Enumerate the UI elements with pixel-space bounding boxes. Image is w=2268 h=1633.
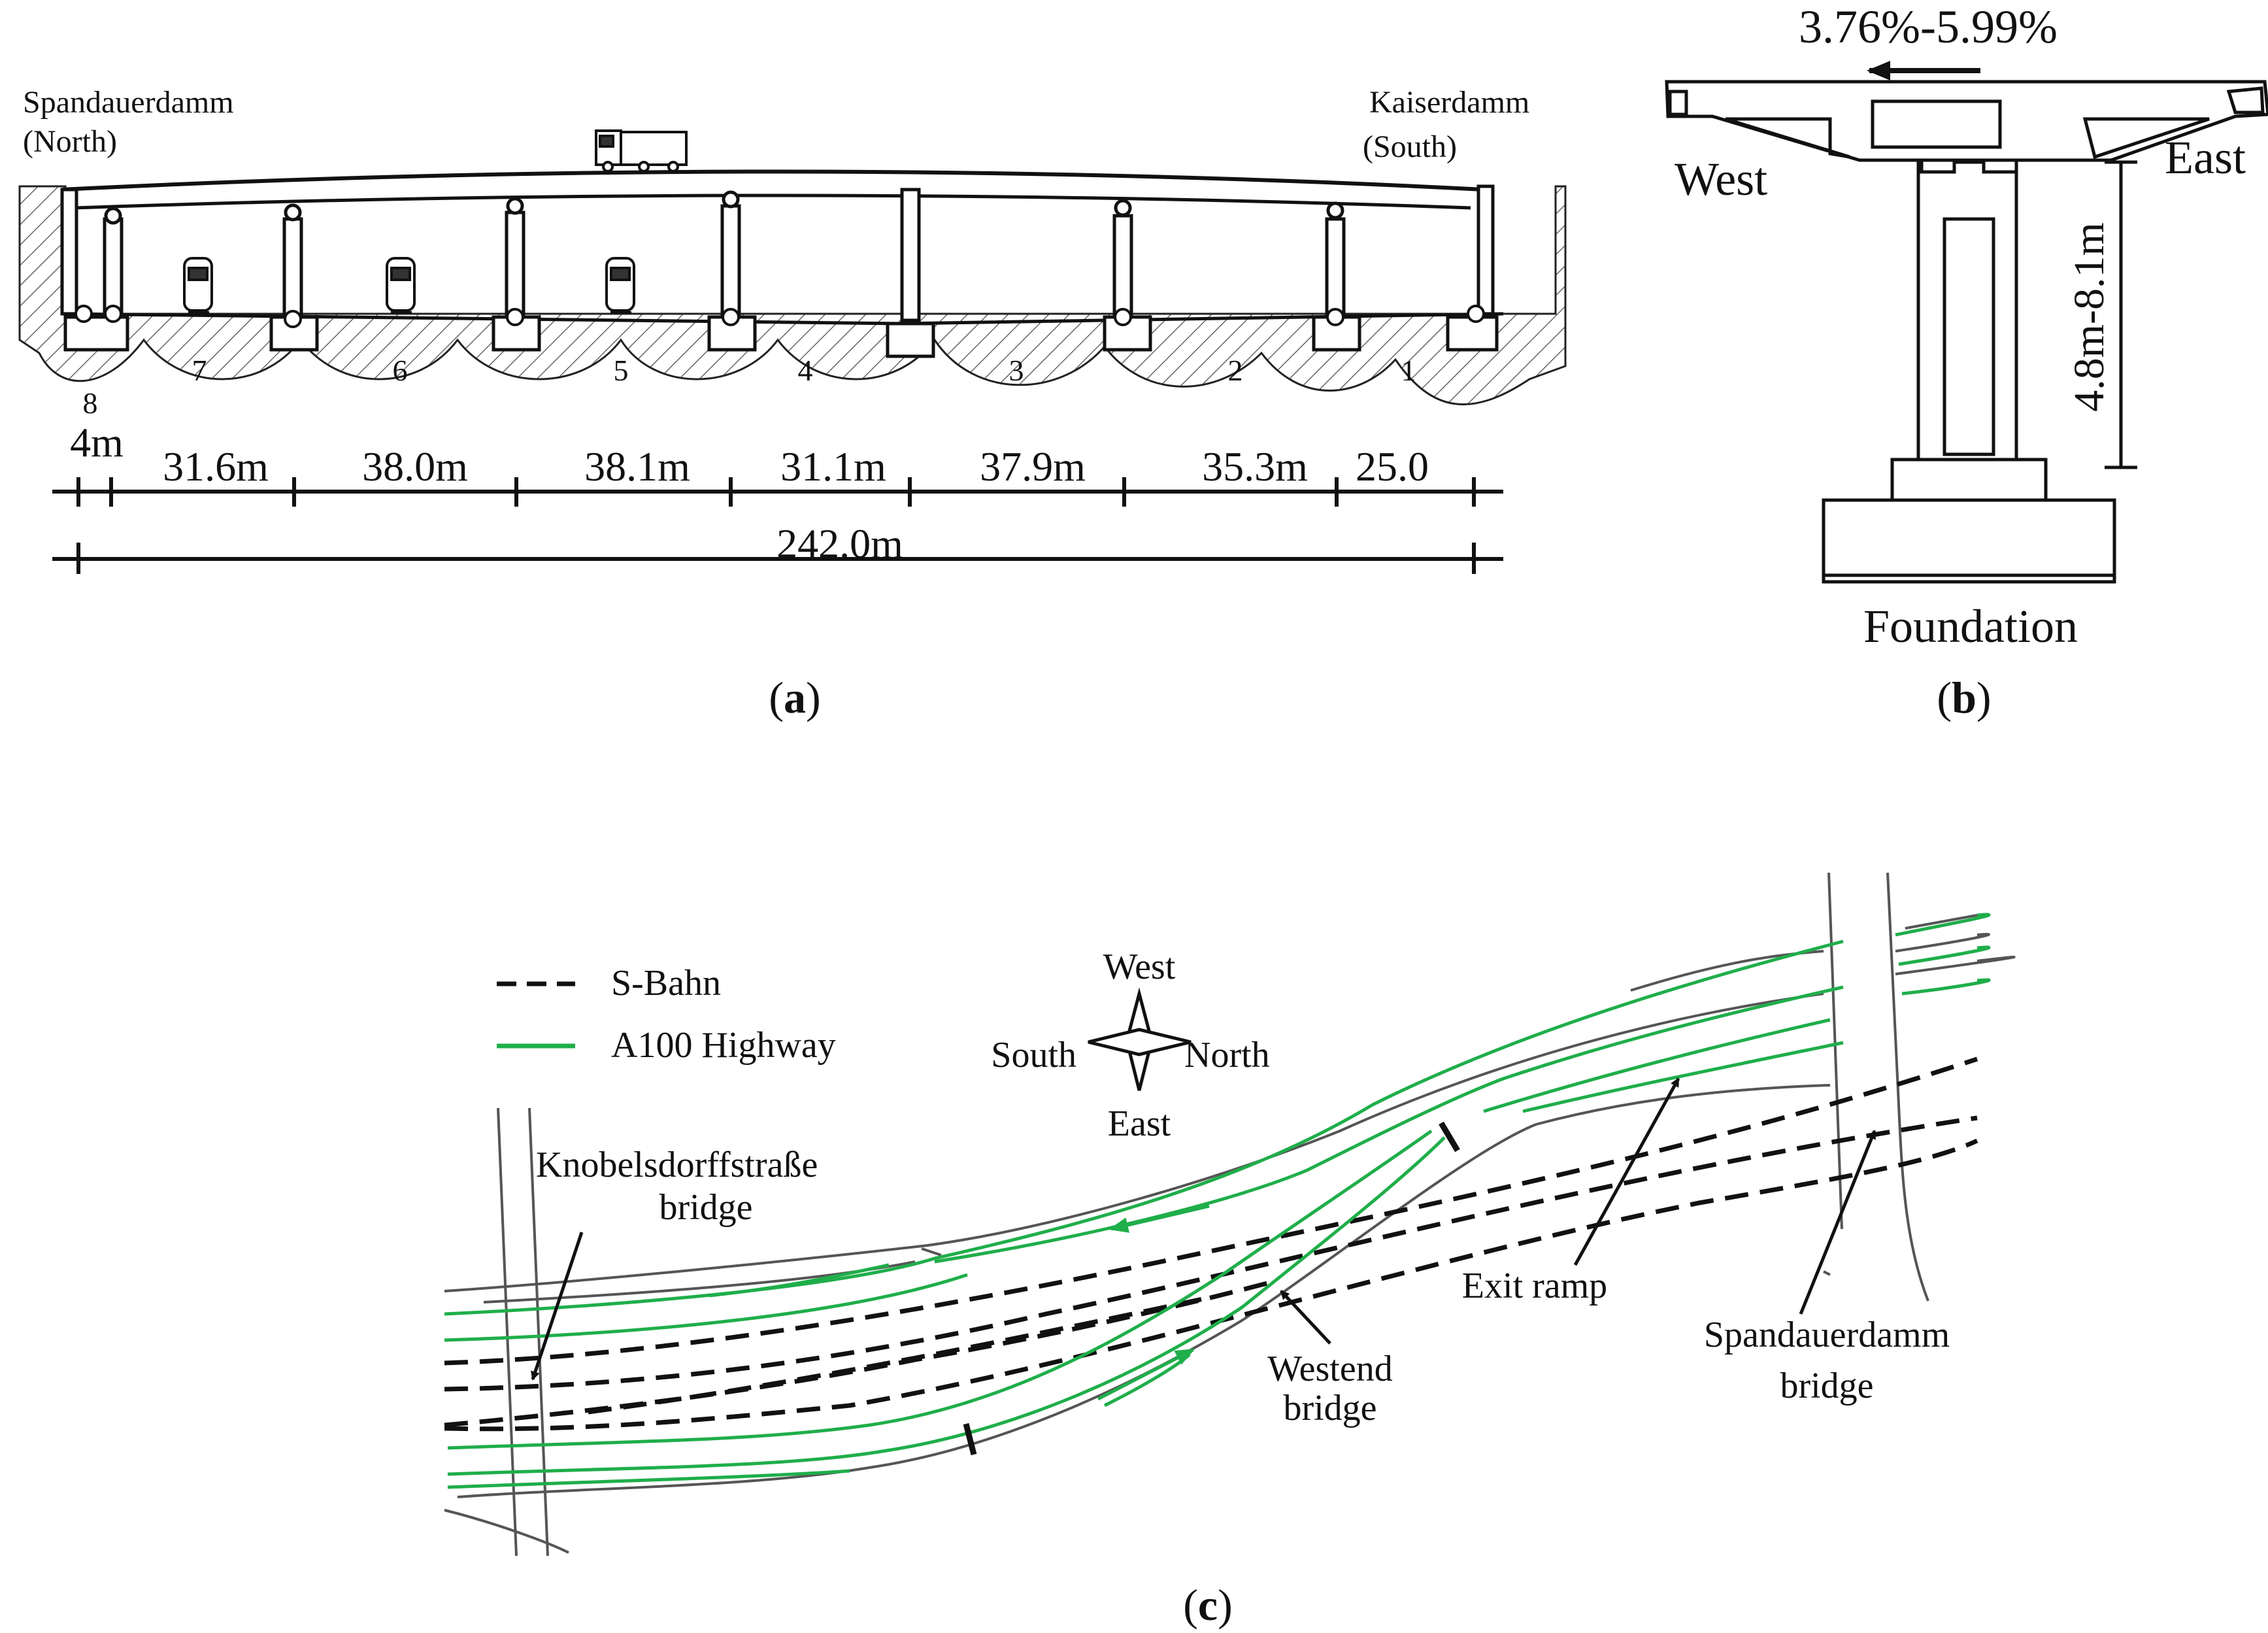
abutment-north xyxy=(60,188,78,316)
span-length-1: 25.0 xyxy=(1356,443,1429,490)
panel-b-cross-section: 3.76%-5.99% 4.8m-8.1m West xyxy=(1665,1,2268,722)
span-length-6: 38.0m xyxy=(362,443,468,490)
highway-direction-arrow-west xyxy=(1109,1204,1210,1233)
span-length-2: 35.3m xyxy=(1202,443,1308,490)
panel-a-elevation: Spandauerdamm (North) Kaiserdamm (South)… xyxy=(18,85,1567,722)
east-label: East xyxy=(2165,131,2246,184)
span-number-1: 1 xyxy=(1401,354,1416,387)
span-number-3: 3 xyxy=(1009,354,1024,387)
span-length-8: 4m xyxy=(70,419,124,465)
spandauerdamm-leader-arrow xyxy=(1799,1130,1876,1315)
south-end-direction: (South) xyxy=(1363,129,1457,164)
knobelsdorff-label-line2: bridge xyxy=(659,1187,752,1228)
legend-sbahn-label: S-Bahn xyxy=(611,963,721,1003)
caption-c: (c) xyxy=(1183,1580,1233,1630)
westend-label-line1: Westend xyxy=(1267,1349,1392,1389)
foundation-label: Foundation xyxy=(1863,600,2078,652)
train-icons xyxy=(183,257,635,314)
spandauerdamm-label-line1: Spandauerdamm xyxy=(1704,1315,1950,1355)
compass-top: West xyxy=(1103,947,1176,987)
span-length-3: 37.9m xyxy=(980,443,1086,490)
ground-hatch xyxy=(18,185,1567,406)
deck-slope: 3.76%-5.99% xyxy=(1799,1,2058,53)
highway-lines xyxy=(444,913,1991,1489)
compass-rose-icon: West South North East xyxy=(991,947,1269,1144)
span-number-4: 4 xyxy=(798,354,813,387)
westend-leader-arrow xyxy=(1280,1290,1331,1345)
compass-bottom: East xyxy=(1108,1103,1171,1144)
bridge-deck-soffit xyxy=(75,194,1471,210)
bridge-deck xyxy=(61,169,1484,192)
north-end-direction: (North) xyxy=(23,124,117,159)
south-end-name: Kaiserdamm xyxy=(1369,85,1529,120)
compass-right: North xyxy=(1184,1035,1270,1075)
exit-ramp-leader-arrow xyxy=(1573,1077,1680,1266)
total-length: 242.0m xyxy=(776,520,903,567)
westend-bridge-start-mark xyxy=(963,1423,977,1456)
caption-b: (b) xyxy=(1937,673,1991,722)
columns xyxy=(103,190,1346,319)
central-pier xyxy=(900,188,921,322)
span-length-4: 31.1m xyxy=(780,443,886,490)
pier xyxy=(1822,158,2116,584)
exit-ramp-label: Exit ramp xyxy=(1462,1266,1607,1306)
span-number-6: 6 xyxy=(393,354,408,387)
westend-label-line2: bridge xyxy=(1283,1388,1376,1428)
westend-bridge-end-mark xyxy=(1439,1121,1460,1153)
legend: S-Bahn A100 Highway xyxy=(497,963,836,1066)
span-number-2: 2 xyxy=(1228,354,1243,387)
abutment-south xyxy=(1476,184,1495,316)
highway-direction-arrow-east xyxy=(1097,1348,1195,1401)
panel-c-site-plan: S-Bahn A100 Highway West South North Eas… xyxy=(444,872,2016,1630)
west-label: West xyxy=(1675,153,1767,205)
span-number-5: 5 xyxy=(614,354,629,387)
sbahn-tracks xyxy=(444,1056,1978,1432)
span-number-8: 8 xyxy=(83,386,98,420)
caption-a: (a) xyxy=(769,673,820,722)
compass-left: South xyxy=(991,1035,1076,1075)
road-outlines xyxy=(444,872,2016,1557)
pier-height-dimension xyxy=(2105,160,2137,469)
span-length-5: 38.1m xyxy=(584,443,690,490)
north-end-name: Spandauerdamm xyxy=(23,85,234,120)
spandauerdamm-label-line2: bridge xyxy=(1780,1366,1873,1406)
truck-icon xyxy=(595,129,688,173)
span-length-7: 31.6m xyxy=(163,443,269,490)
knobelsdorff-label-line1: Knobelsdorffstraße xyxy=(536,1145,818,1185)
span-number-7: 7 xyxy=(192,354,207,387)
pier-height: 4.8m-8.1m xyxy=(2065,222,2113,412)
knobelsdorff-leader-arrow xyxy=(531,1232,584,1381)
span-dimension-line xyxy=(52,477,1503,507)
box-girder xyxy=(1665,80,2268,162)
legend-highway-label: A100 Highway xyxy=(611,1025,836,1066)
total-dimension-line xyxy=(52,543,1503,574)
